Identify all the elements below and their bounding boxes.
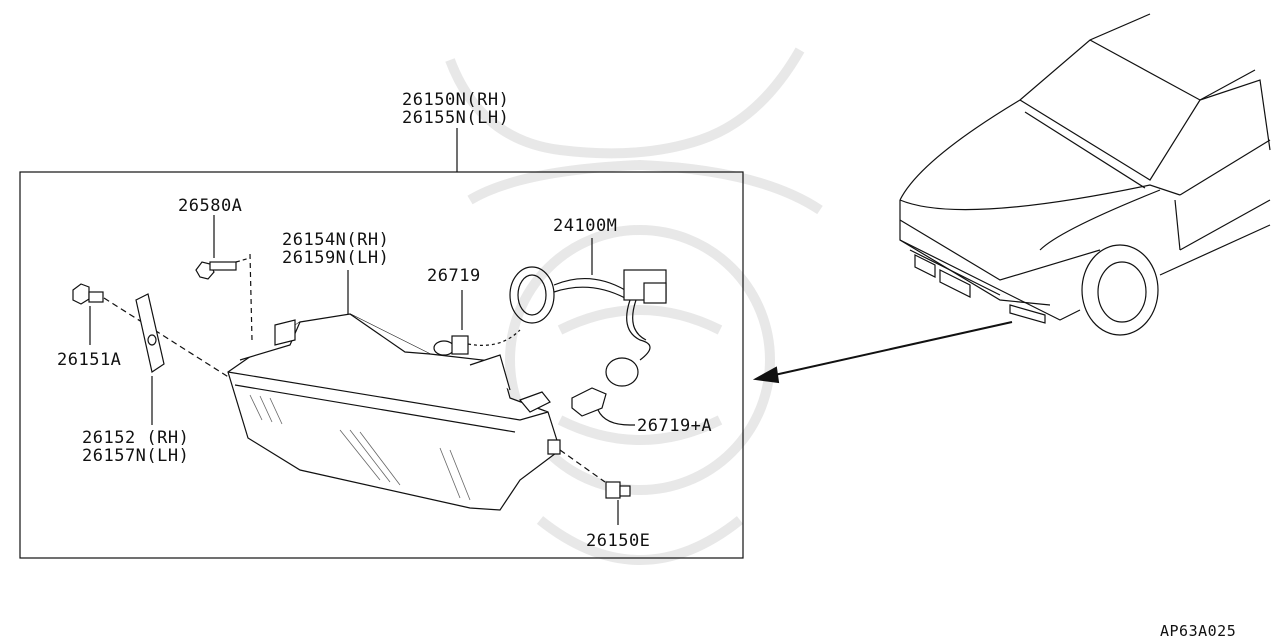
label-assembly-rh[interactable]: 26150N(RH) <box>402 90 510 110</box>
label-bulb-main[interactable]: 26719 <box>427 266 481 286</box>
label-grommet[interactable]: 26150E <box>586 531 651 551</box>
label-side-lens-rh[interactable]: 26152 (RH) <box>82 428 190 448</box>
grommet-part[interactable] <box>559 449 631 525</box>
label-clip[interactable]: 26151A <box>57 350 122 370</box>
vehicle-illustration <box>899 13 1271 336</box>
headlamp-housing[interactable] <box>227 313 561 511</box>
label-side-lens-lh[interactable]: 26157N(LH) <box>82 446 190 466</box>
screw-part[interactable] <box>195 215 253 341</box>
label-housing-lh[interactable]: 26159N(LH) <box>282 248 390 268</box>
label-screw[interactable]: 26580A <box>178 196 243 216</box>
label-assembly-lh[interactable]: 26155N(LH) <box>402 108 510 128</box>
side-lens-part[interactable] <box>135 293 165 425</box>
side-bulb-part[interactable] <box>571 387 635 426</box>
harness-part[interactable] <box>509 238 667 387</box>
pointer-arrow <box>752 321 1013 384</box>
label-side-bulb[interactable]: 26719+A <box>637 416 713 436</box>
clip-part[interactable] <box>72 283 231 379</box>
label-harness[interactable]: 24100M <box>553 216 618 236</box>
assembly-frame <box>19 171 744 559</box>
watermark-logo <box>445 47 823 565</box>
label-housing-rh[interactable]: 26154N(RH) <box>282 230 390 250</box>
figure-code: AP63A025 <box>1160 622 1237 640</box>
main-bulb-part[interactable] <box>433 290 521 356</box>
